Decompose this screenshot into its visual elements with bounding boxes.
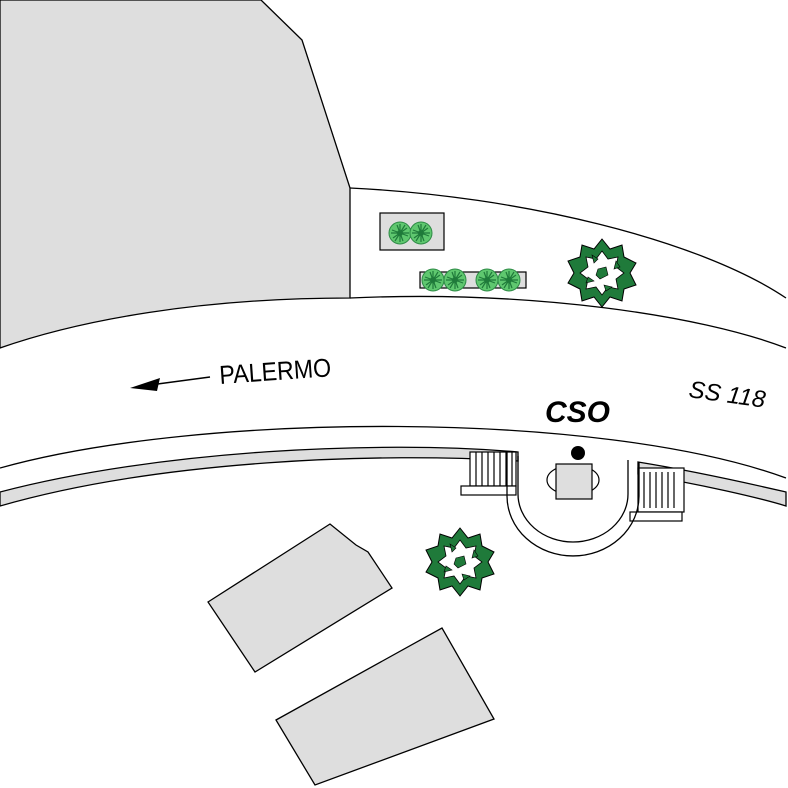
bush-icon bbox=[443, 268, 467, 292]
building-bottom bbox=[275, 627, 495, 786]
plaza-inner bbox=[517, 456, 629, 543]
tree-icon bbox=[567, 238, 637, 308]
building-top-left bbox=[0, 0, 351, 349]
building-lower-left bbox=[207, 523, 393, 673]
bush-icon bbox=[421, 268, 445, 292]
stairs-right bbox=[629, 467, 685, 522]
road-edge-upper-outer bbox=[349, 187, 787, 299]
tree-icon bbox=[425, 527, 495, 597]
sidewalk-left bbox=[0, 446, 519, 507]
bush-icon bbox=[475, 268, 499, 292]
planter-long bbox=[419, 268, 527, 292]
road-edge-lower bbox=[0, 425, 787, 479]
road-label: SS 118 bbox=[687, 376, 768, 414]
direction-label: PALERMO bbox=[218, 352, 332, 390]
planter-small bbox=[379, 212, 445, 251]
bush-icon bbox=[388, 221, 412, 245]
road-edge-upper bbox=[349, 295, 787, 349]
bush-icon bbox=[409, 221, 433, 245]
station-label: CSO bbox=[545, 396, 610, 429]
plaza-outer bbox=[506, 452, 640, 557]
bush-icon bbox=[497, 268, 521, 292]
stairs-left bbox=[460, 451, 517, 496]
arrow-left-icon bbox=[130, 376, 211, 391]
station-marker-icon[interactable] bbox=[546, 446, 600, 500]
